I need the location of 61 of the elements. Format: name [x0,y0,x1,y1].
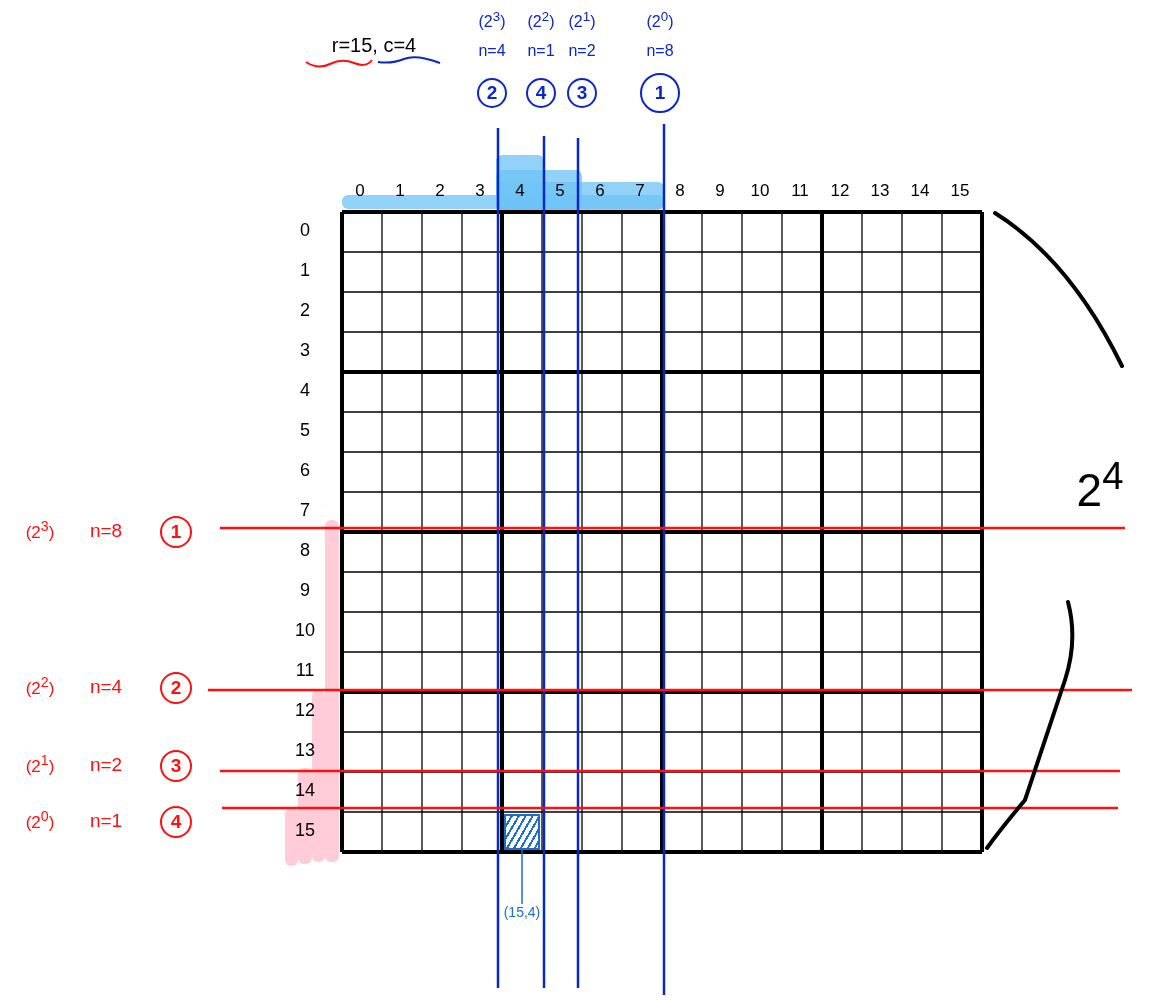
row-number: 15 [295,821,315,839]
power-label: (2$^{3}$) [25,519,55,541]
row-number: 11 [295,661,315,679]
count-label: n=1 [89,810,123,830]
count-label: n=1 [527,43,555,59]
step-number: 2 [477,78,507,108]
column-number: 0 [355,181,365,199]
step-number: 4 [160,806,192,838]
row-number: 14 [295,781,315,799]
column-number: 14 [910,181,930,199]
row-number: 7 [300,501,310,519]
power-label: (2$^{0}$) [646,9,674,31]
power-label: (2$^{1}$) [568,9,596,31]
row-number: 6 [300,461,310,479]
step-number: 1 [160,516,192,548]
column-number: 10 [750,181,770,199]
row-number: 3 [300,341,310,359]
step-number: 3 [567,78,597,108]
column-number: 7 [635,181,645,199]
column-number: 12 [830,181,850,199]
row-number: 9 [300,581,310,599]
row-number: 1 [300,261,310,279]
row-number: 0 [300,221,310,239]
coordinate-label: (15,4) [503,905,541,919]
row-number: 2 [300,301,310,319]
count-label: n=8 [646,43,674,59]
highlighted-cell [504,814,540,850]
count-label: n=2 [568,43,596,59]
power-label: (2$^{0}$) [25,809,55,831]
column-number: 5 [555,181,565,199]
power-label: (2$^{3}$) [478,9,506,31]
column-number: 2 [435,181,445,199]
row-number: 4 [300,381,310,399]
column-number: 3 [475,181,485,199]
power-label: (2$^{2}$) [25,675,55,697]
column-number: 9 [715,181,725,199]
power-label: (2$^{1}$) [25,753,55,775]
count-label: n=2 [89,754,123,774]
step-number: 3 [160,750,192,782]
leader-line [521,849,523,905]
row-number: 8 [300,541,310,559]
formula-text: r=15, c=4 [331,35,417,55]
row-number: 12 [295,701,315,719]
column-number: 11 [791,181,809,199]
count-label: n=4 [89,676,123,696]
column-number: 13 [870,181,890,199]
column-number: 4 [515,181,525,199]
column-number: 8 [675,181,685,199]
count-label: n=4 [478,43,506,59]
row-number: 5 [300,421,310,439]
column-number: 15 [950,181,970,199]
column-number: 6 [595,181,605,199]
step-number: 2 [160,672,192,704]
power-label: (2$^{2}$) [527,9,555,31]
count-label: n=8 [89,520,123,540]
column-number: 1 [395,181,405,199]
exponent-label: 2$^{4}$ [1076,457,1124,513]
row-number: 10 [295,621,315,639]
step-number: 1 [640,73,680,113]
row-number: 13 [295,741,315,759]
step-number: 4 [526,78,556,108]
